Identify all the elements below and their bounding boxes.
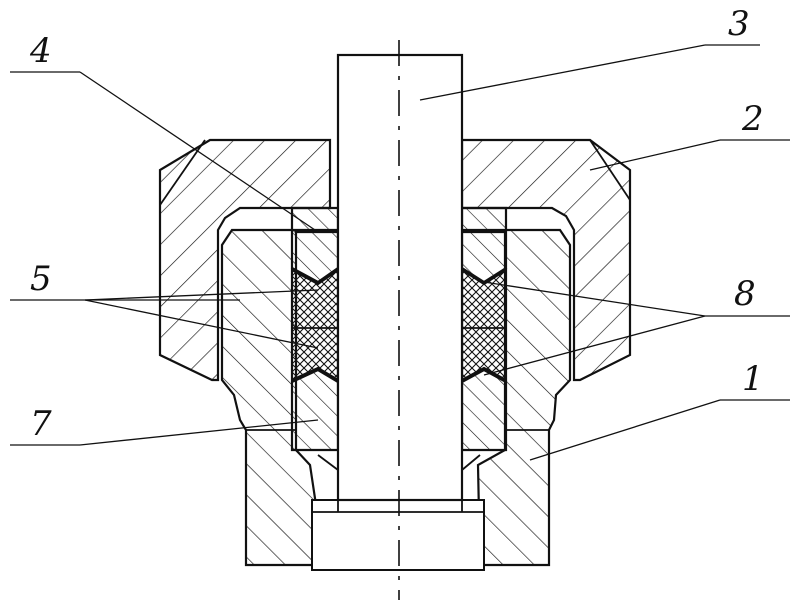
cap-nut-part-2-shape-right (460, 138, 632, 382)
label-part-4: 4 (29, 31, 52, 71)
cap-nut-part-2 (158, 138, 632, 382)
label-part-7: 7 (30, 404, 52, 444)
leader-lines (10, 44, 790, 461)
stem-shape (336, 53, 464, 502)
label-part-5: 5 (30, 259, 52, 299)
cap-nut-part-2-shape (158, 138, 332, 382)
label-part-3: 3 (728, 4, 750, 44)
stem-part-3 (317, 53, 481, 512)
label-part-1: 1 (742, 359, 764, 399)
gland-ring-part-4 (290, 206, 508, 284)
body-part-1 (220, 228, 572, 571)
support-ring-part-7 (290, 368, 508, 452)
label-part-8: 8 (734, 274, 756, 314)
label-part-2: 2 (741, 99, 764, 139)
packing-rings-part-5 (290, 267, 508, 382)
